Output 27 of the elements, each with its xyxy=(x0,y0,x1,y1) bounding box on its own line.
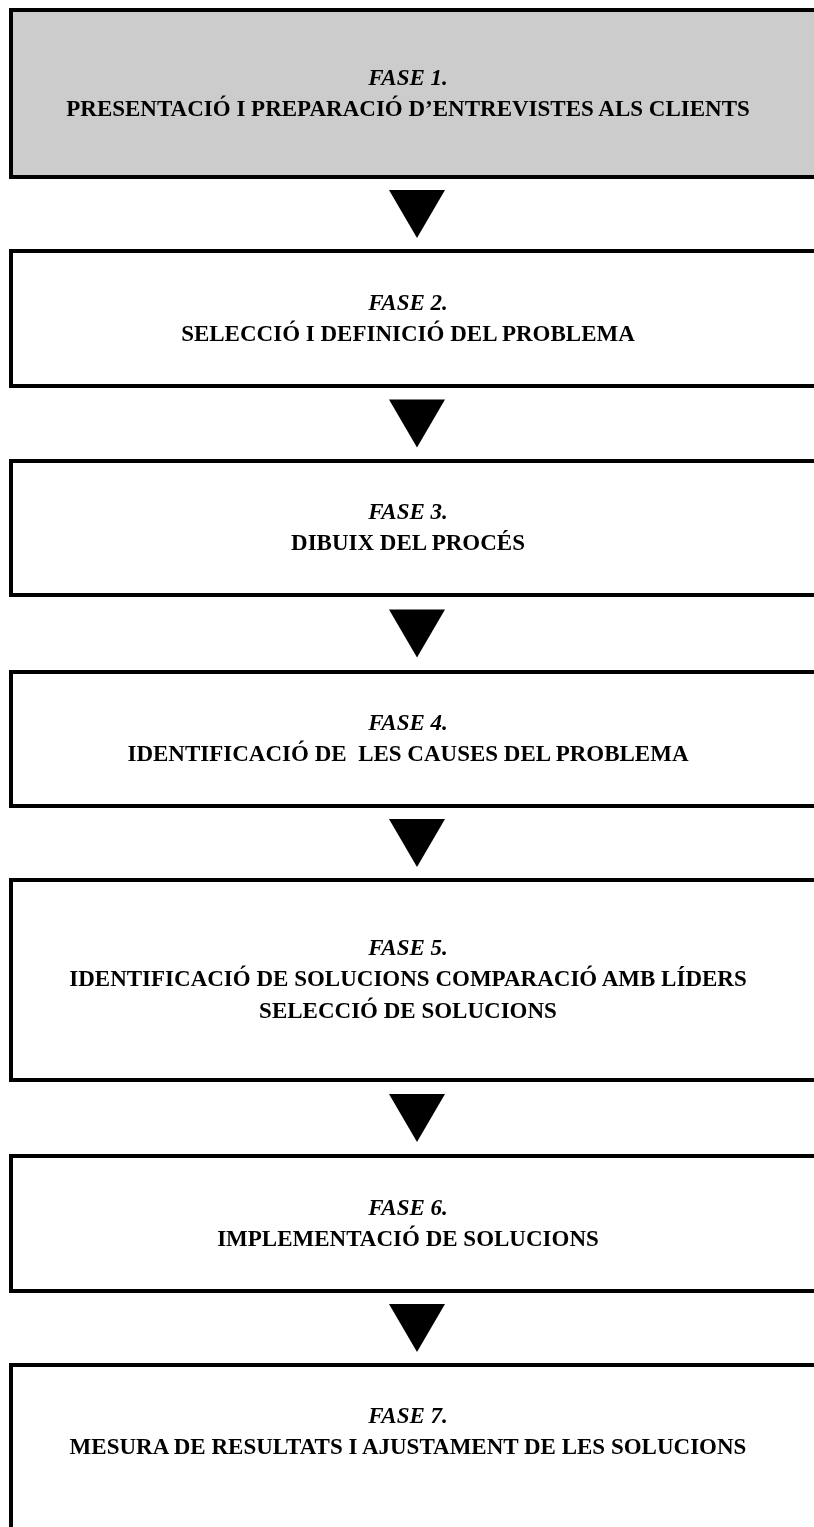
phase-title: SELECCIÓ I DEFINICIÓ DEL PROBLEMA xyxy=(181,319,635,348)
phase-number: FASE 7. xyxy=(368,1402,448,1430)
process-box xyxy=(9,670,814,808)
phase-number: FASE 1. xyxy=(368,63,448,92)
phase-number: FASE 4. xyxy=(368,709,448,737)
process-box xyxy=(9,1154,814,1293)
phase-title: IMPLEMENTACIÓ DE SOLUCIONS xyxy=(217,1224,599,1253)
phase-number: FASE 3. xyxy=(368,498,448,526)
arrow xyxy=(389,399,445,448)
phase-title: MESURA DE RESULTATS I AJUSTAMENT DE LES SOLUCIONS xyxy=(69,1433,747,1461)
arrow xyxy=(389,1304,445,1352)
phase-title: PRESENTACIÓ I PREPARACIÓ D’ENTREVISTES ALS CLIENTS xyxy=(66,94,750,123)
arrow xyxy=(389,609,445,658)
arrow xyxy=(389,190,445,238)
phase-number: FASE 2. xyxy=(368,288,448,317)
process-box xyxy=(9,459,814,597)
phase-title: DIBUIX DEL PROCÉS xyxy=(291,529,525,557)
phase-title: IDENTIFICACIÓ DE LES CAUSES DEL PROBLEMA xyxy=(127,739,689,768)
process-box xyxy=(9,1363,814,1527)
arrow xyxy=(389,1094,445,1142)
phase-number: FASE 5. xyxy=(368,934,448,962)
process-box xyxy=(9,249,814,388)
process-box xyxy=(9,8,814,179)
phase-title: IDENTIFICACIÓ DE SOLUCIONS COMPARACIÓ AMB LÍDERS SELECCIÓ DE SOLUCIONS xyxy=(68,964,748,1025)
process-box xyxy=(9,878,814,1082)
phase-number: FASE 6. xyxy=(368,1193,448,1222)
arrow xyxy=(389,819,445,867)
